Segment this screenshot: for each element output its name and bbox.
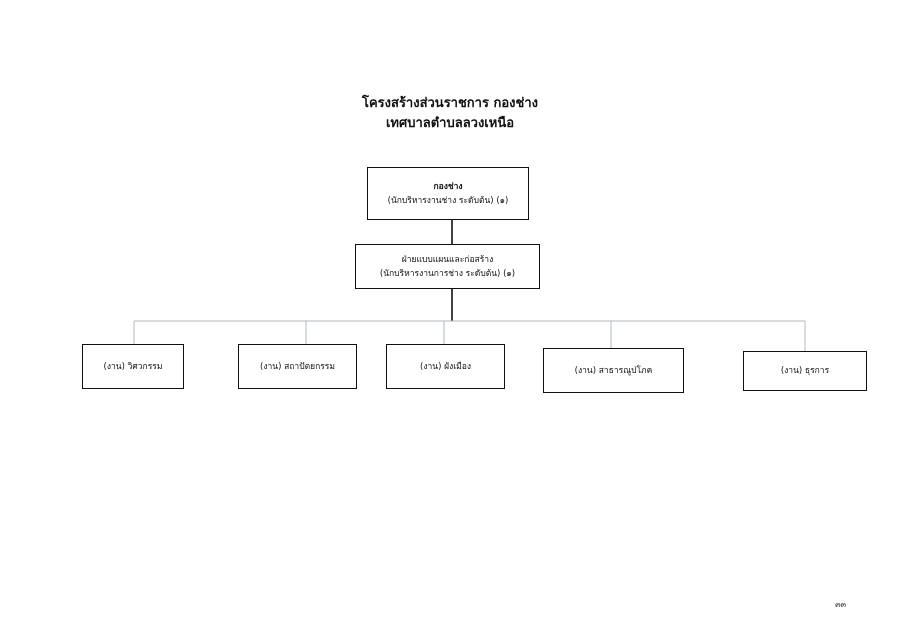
chart-title-line2: เทศบาลตำบลลวงเหนือ <box>385 116 515 131</box>
unit-label: (งาน) ธุรการ <box>780 366 830 376</box>
box-unit-administration: (งาน) ธุรการ <box>743 351 867 391</box>
box-section-head: ฝ่ายแบบแผนและก่อสร้าง (นักบริหารงานการช่… <box>355 244 540 289</box>
chart-title-line1: โครงสร้างส่วนราชการ กองช่าง <box>362 96 538 111</box>
box-unit-public-utilities: (งาน) สาธารณูปโภค <box>543 348 684 393</box>
box-division-head: กองช่าง (นักบริหารงานช่าง ระดับต้น) (๑) <box>367 167 529 220</box>
unit-label: (งาน) วิศวกรรม <box>103 361 163 372</box>
box-unit-engineering: (งาน) วิศวกรรม <box>82 344 184 389</box>
division-head-subtitle: (นักบริหารงานช่าง ระดับต้น) (๑) <box>387 195 509 206</box>
division-head-title: กองช่าง <box>433 181 463 192</box>
unit-label: (งาน) สาธารณูปโภค <box>574 365 653 376</box>
page-number: ๓๓ <box>835 600 846 609</box>
section-head-title: ฝ่ายแบบแผนและก่อสร้าง <box>401 254 494 265</box>
section-head-subtitle: (นักบริหารงานการช่าง ระดับต้น) (๑) <box>379 268 516 279</box>
box-unit-city-planning: (งาน) ผังเมือง <box>386 344 505 389</box>
box-unit-architecture: (งาน) สถาปัตยกรรม <box>238 344 357 389</box>
unit-label: (งาน) ผังเมือง <box>420 361 471 372</box>
unit-label: (งาน) สถาปัตยกรรม <box>260 361 335 372</box>
